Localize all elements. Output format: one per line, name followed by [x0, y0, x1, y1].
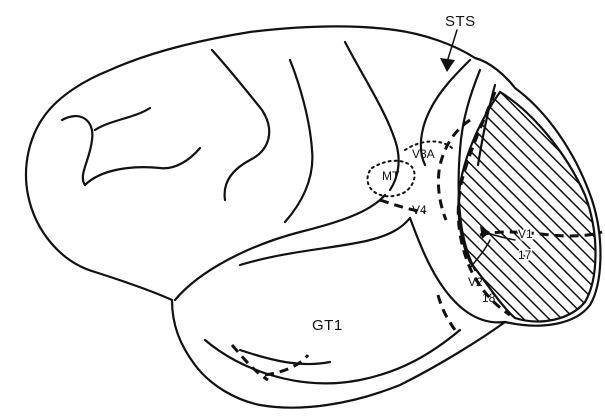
sts-arrow-head	[440, 58, 455, 72]
label-17: 17	[518, 248, 532, 262]
frontal-gyrus-line	[95, 108, 150, 130]
sts-arrow-shaft	[447, 30, 457, 62]
temporal-mid-dashed	[265, 355, 308, 375]
central-sulcus	[285, 60, 312, 222]
arcuate-sulcus	[212, 50, 269, 200]
label-v3a: V3A	[412, 147, 435, 161]
frontal-gyrus-line	[62, 116, 92, 185]
sylvian-fissure	[175, 195, 385, 300]
label-v2: V2	[468, 275, 483, 289]
label-gt1: GT1	[312, 317, 343, 334]
frontal-gyrus-line	[85, 148, 200, 185]
label-mt: MT	[382, 169, 400, 183]
label-18: 18	[482, 291, 496, 305]
temporal-inner-line	[240, 350, 330, 364]
label-sts: STS	[445, 13, 476, 30]
label-v1: V1	[518, 227, 533, 241]
label-v4: V4	[412, 203, 427, 217]
